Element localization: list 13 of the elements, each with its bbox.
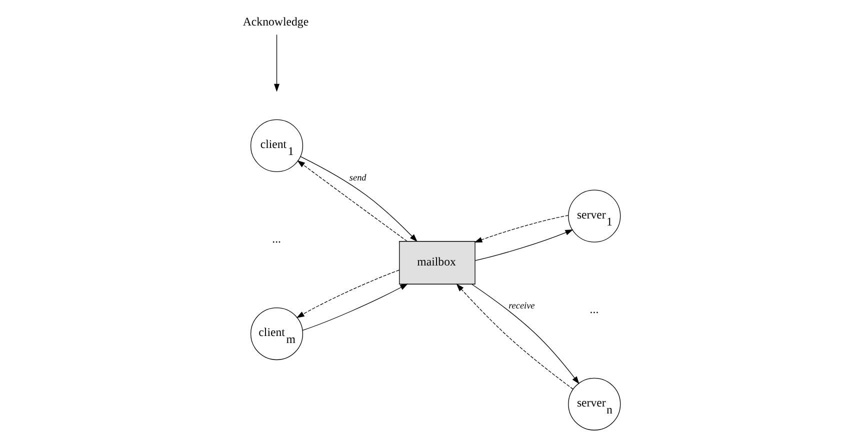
label: ...	[590, 302, 599, 316]
arrow	[296, 270, 400, 318]
edge-label: receive	[508, 300, 535, 310]
arrow	[474, 215, 569, 242]
label: ...	[272, 232, 282, 246]
arrow	[471, 284, 580, 384]
arrow	[456, 284, 574, 390]
edge-label: send	[349, 172, 366, 183]
arrow	[274, 34, 280, 92]
arrow	[474, 230, 574, 261]
arrow	[302, 284, 408, 331]
node-box: mailbox	[399, 241, 476, 284]
node-text: Acknowledge	[242, 14, 309, 29]
